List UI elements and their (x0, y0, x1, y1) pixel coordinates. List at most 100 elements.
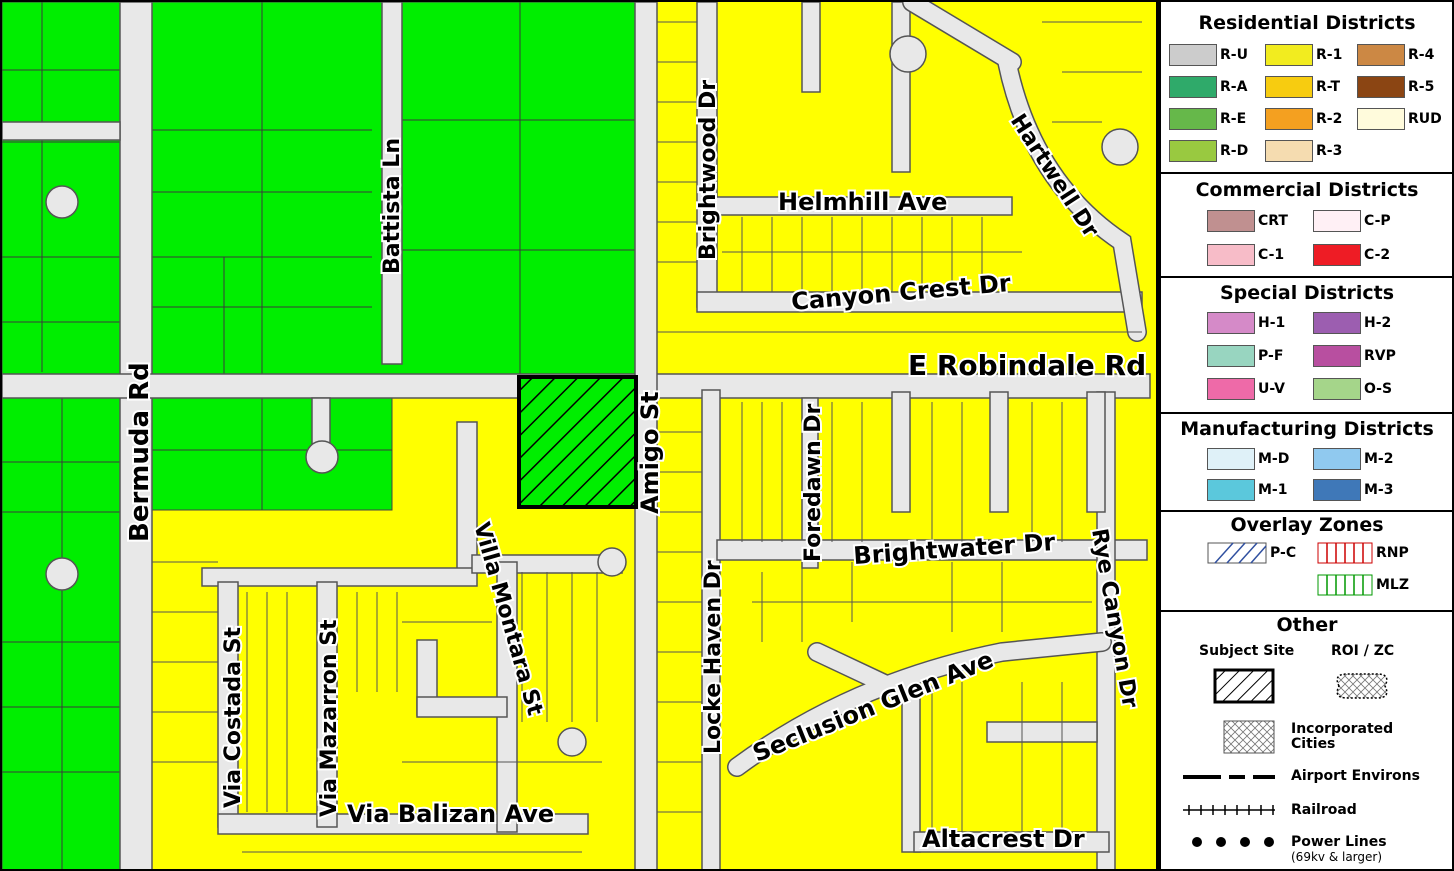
street-label-robindale: E Robindale Rd (908, 349, 1146, 382)
legend-item-o-s: O-S (1313, 378, 1392, 400)
legend-item-r-d: R-D (1169, 140, 1248, 162)
legend-swatch (1169, 108, 1217, 130)
street-label-bermuda: Bermuda Rd (125, 362, 155, 542)
legend-item-h-2: H-2 (1313, 312, 1391, 334)
roi-zc-icon (1336, 673, 1388, 699)
legend-label: CRT (1258, 213, 1288, 229)
zoning-map[interactable]: Bermuda Rd Battista Ln Brightwood Dr Hel… (0, 0, 1158, 871)
legend-item-pc: P-C (1207, 542, 1296, 564)
legend-item-m-d: M-D (1207, 448, 1289, 470)
legend-swatch (1357, 108, 1405, 130)
subject-site-icon (1213, 668, 1275, 704)
legend-item-c-1: C-1 (1207, 244, 1284, 266)
rnp-swatch (1317, 542, 1373, 564)
legend-item-mlz: MLZ (1317, 574, 1409, 596)
legend-item-r-5: R-5 (1357, 76, 1434, 98)
legend-item-h-1: H-1 (1207, 312, 1285, 334)
street-label-foredawn: Foredawn Dr (801, 403, 826, 562)
street-label-brightwood: Brightwood Dr (696, 80, 721, 260)
legend-swatch (1265, 44, 1313, 66)
legend-item-u-v: U-V (1207, 378, 1285, 400)
legend-commercial-title: Commercial Districts (1195, 179, 1419, 201)
legend-label: R-5 (1408, 79, 1435, 95)
street-label-helmhill: Helmhill Ave (778, 188, 947, 216)
legend-overlay: Overlay Zones P-C RNP MLZ (1161, 512, 1453, 612)
legend-item-r-a: R-A (1169, 76, 1247, 98)
legend-label: P-F (1258, 348, 1284, 364)
legend-swatch (1207, 378, 1255, 400)
legend-swatch (1169, 76, 1217, 98)
legend-item-m-1: M-1 (1207, 479, 1287, 501)
legend-item-r-2: R-2 (1265, 108, 1342, 130)
street-label-locke-haven: Locke Haven Dr (701, 560, 726, 754)
legend-item-p-f: P-F (1207, 345, 1283, 367)
legend-swatch (1265, 108, 1313, 130)
legend-swatch (1207, 345, 1255, 367)
residential-parcel-lines (152, 21, 1142, 853)
street-label-via-mazarron: Via Mazarron St (317, 619, 342, 817)
legend-label: M-2 (1364, 451, 1394, 467)
green-parcel-lines (2, 2, 642, 869)
legend-label: M-3 (1364, 482, 1394, 498)
subject-site-label: Subject Site (1199, 643, 1295, 659)
street-label-amigo: Amigo St (636, 391, 664, 514)
legend-label: U-V (1258, 381, 1285, 397)
airport-environs-label: Airport Environs (1291, 768, 1420, 784)
legend-other-title: Other (1276, 614, 1338, 636)
street-label-altacrest: Altacrest Dr (922, 825, 1085, 853)
legend-label: O-S (1364, 381, 1393, 397)
legend-item-r-3: R-3 (1265, 140, 1342, 162)
legend-swatch (1207, 479, 1255, 501)
legend-swatch (1207, 448, 1255, 470)
legend-swatch (1313, 479, 1361, 501)
legend-special-title: Special Districts (1219, 282, 1395, 304)
legend-swatch (1169, 44, 1217, 66)
legend-swatch (1265, 76, 1313, 98)
legend-item-r-e: R-E (1169, 108, 1246, 130)
legend-swatch (1265, 140, 1313, 162)
legend-swatch (1207, 312, 1255, 334)
legend-manufacturing-title: Manufacturing Districts (1180, 418, 1434, 440)
street-label-via-balizan: Via Balizan Ave (347, 800, 554, 828)
legend-label: R-3 (1316, 143, 1343, 159)
legend-item-c-2: C-2 (1313, 244, 1390, 266)
legend-item-m-2: M-2 (1313, 448, 1393, 470)
legend-swatch (1207, 210, 1255, 232)
railroad-icon (1183, 805, 1275, 815)
legend-swatch (1169, 140, 1217, 162)
street-label-battista: Battista Ln (380, 138, 405, 274)
legend-item-rvp: RVP (1313, 345, 1396, 367)
legend-swatch (1313, 378, 1361, 400)
legend-item-r-1: R-1 (1265, 44, 1342, 66)
legend-label: H-1 (1258, 315, 1286, 331)
legend-swatch (1313, 448, 1361, 470)
legend-swatch (1313, 312, 1361, 334)
legend-label: C-P (1364, 213, 1391, 229)
legend-label: RVP (1364, 348, 1396, 364)
legend-residential-title: Residential Districts (1198, 12, 1416, 34)
legend-label: R-2 (1316, 111, 1343, 127)
legend-label: R-A (1220, 79, 1248, 95)
subject-site[interactable] (517, 375, 638, 509)
open-space-zone (2, 2, 643, 869)
legend-label: RUD (1408, 111, 1442, 127)
legend-label: R-U (1220, 47, 1248, 63)
power-lines-icon (1192, 837, 1274, 847)
legend-label: C-1 (1258, 247, 1285, 263)
pc-swatch (1207, 542, 1267, 564)
legend-item-c-p: C-P (1313, 210, 1391, 232)
legend-swatch (1357, 76, 1405, 98)
legend-item-rnp: RNP (1317, 542, 1409, 564)
legend-overlay-title: Overlay Zones (1230, 514, 1384, 536)
street-label-via-costada: Via Costada St (221, 627, 246, 809)
legend-label: R-E (1220, 111, 1247, 127)
airport-environs-icon (1183, 775, 1275, 779)
legend-label: R-D (1220, 143, 1249, 159)
legend-swatch (1207, 244, 1255, 266)
legend-item-m-3: M-3 (1313, 479, 1393, 501)
legend-item-r-4: R-4 (1357, 44, 1434, 66)
legend-swatch (1313, 345, 1361, 367)
